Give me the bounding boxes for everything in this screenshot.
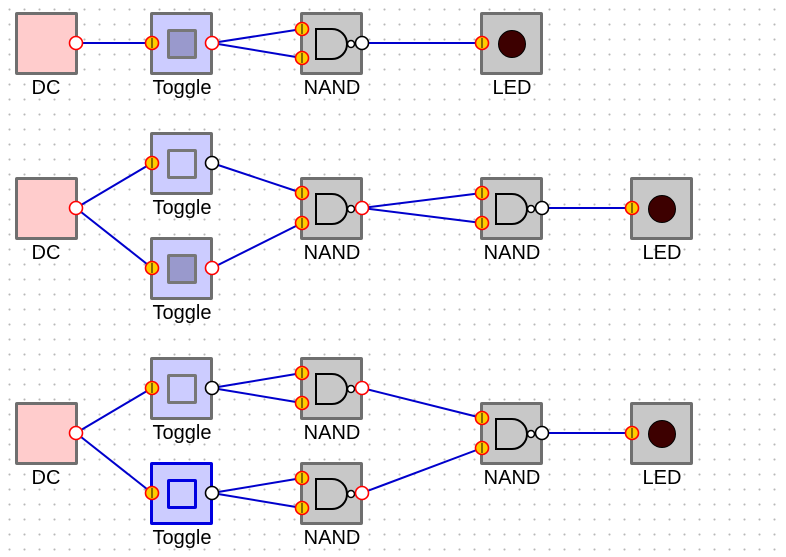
wire[interactable] <box>75 162 153 209</box>
wire[interactable] <box>361 387 483 419</box>
wire[interactable] <box>75 387 153 434</box>
toggle-switch[interactable] <box>150 12 213 75</box>
nand-symbol-icon <box>315 28 356 60</box>
led-label: LED <box>642 467 682 489</box>
nand-gate[interactable] <box>300 177 363 240</box>
toggle-knob[interactable] <box>167 29 197 59</box>
dc-label: DC <box>31 467 61 489</box>
wire[interactable] <box>211 372 303 389</box>
led[interactable] <box>630 402 693 465</box>
toggle-label: Toggle <box>152 527 212 549</box>
dc-source[interactable] <box>15 402 78 465</box>
toggle-knob[interactable] <box>167 374 197 404</box>
wire[interactable] <box>211 222 303 269</box>
nand-label: NAND <box>483 467 541 489</box>
led-bulb-icon <box>648 420 676 448</box>
toggle-label: Toggle <box>152 77 212 99</box>
led[interactable] <box>630 177 693 240</box>
nand-gate[interactable] <box>300 357 363 420</box>
wire[interactable] <box>211 492 303 509</box>
led-bulb-icon <box>498 30 526 58</box>
nand-gate[interactable] <box>480 402 543 465</box>
nand-gate[interactable] <box>300 462 363 525</box>
nand-symbol-icon <box>315 373 356 405</box>
led-label: LED <box>642 242 682 264</box>
wire[interactable] <box>211 42 303 59</box>
led[interactable] <box>480 12 543 75</box>
dc-source[interactable] <box>15 12 78 75</box>
wire[interactable] <box>211 387 303 404</box>
toggle-knob[interactable] <box>167 149 197 179</box>
toggle-knob[interactable] <box>167 479 197 509</box>
wires-layer <box>75 28 632 509</box>
nand-symbol-icon <box>315 478 356 510</box>
nand-label: NAND <box>483 242 541 264</box>
nand-label: NAND <box>303 422 361 444</box>
wire[interactable] <box>361 447 483 494</box>
toggle-label: Toggle <box>152 302 212 324</box>
led-label: LED <box>492 77 532 99</box>
toggle-knob[interactable] <box>167 254 197 284</box>
toggle-label: Toggle <box>152 197 212 219</box>
wire[interactable] <box>75 207 153 269</box>
wire[interactable] <box>211 477 303 494</box>
wire[interactable] <box>361 207 483 224</box>
nand-symbol-icon <box>315 193 356 225</box>
toggle-switch[interactable] <box>150 132 213 195</box>
nand-gate[interactable] <box>300 12 363 75</box>
led-bulb-icon <box>648 195 676 223</box>
dc-label: DC <box>31 77 61 99</box>
nand-gate[interactable] <box>480 177 543 240</box>
wire[interactable] <box>361 192 483 209</box>
wire[interactable] <box>211 162 303 194</box>
nand-symbol-icon <box>495 418 536 450</box>
nand-symbol-icon <box>495 193 536 225</box>
wire[interactable] <box>75 432 153 494</box>
toggle-switch[interactable] <box>150 357 213 420</box>
nand-label: NAND <box>303 242 361 264</box>
dc-label: DC <box>31 242 61 264</box>
toggle-label: Toggle <box>152 422 212 444</box>
dc-source[interactable] <box>15 177 78 240</box>
nand-label: NAND <box>303 527 361 549</box>
wire[interactable] <box>211 28 303 44</box>
toggle-switch-selected[interactable] <box>150 462 213 525</box>
nand-label: NAND <box>303 77 361 99</box>
toggle-switch[interactable] <box>150 237 213 300</box>
